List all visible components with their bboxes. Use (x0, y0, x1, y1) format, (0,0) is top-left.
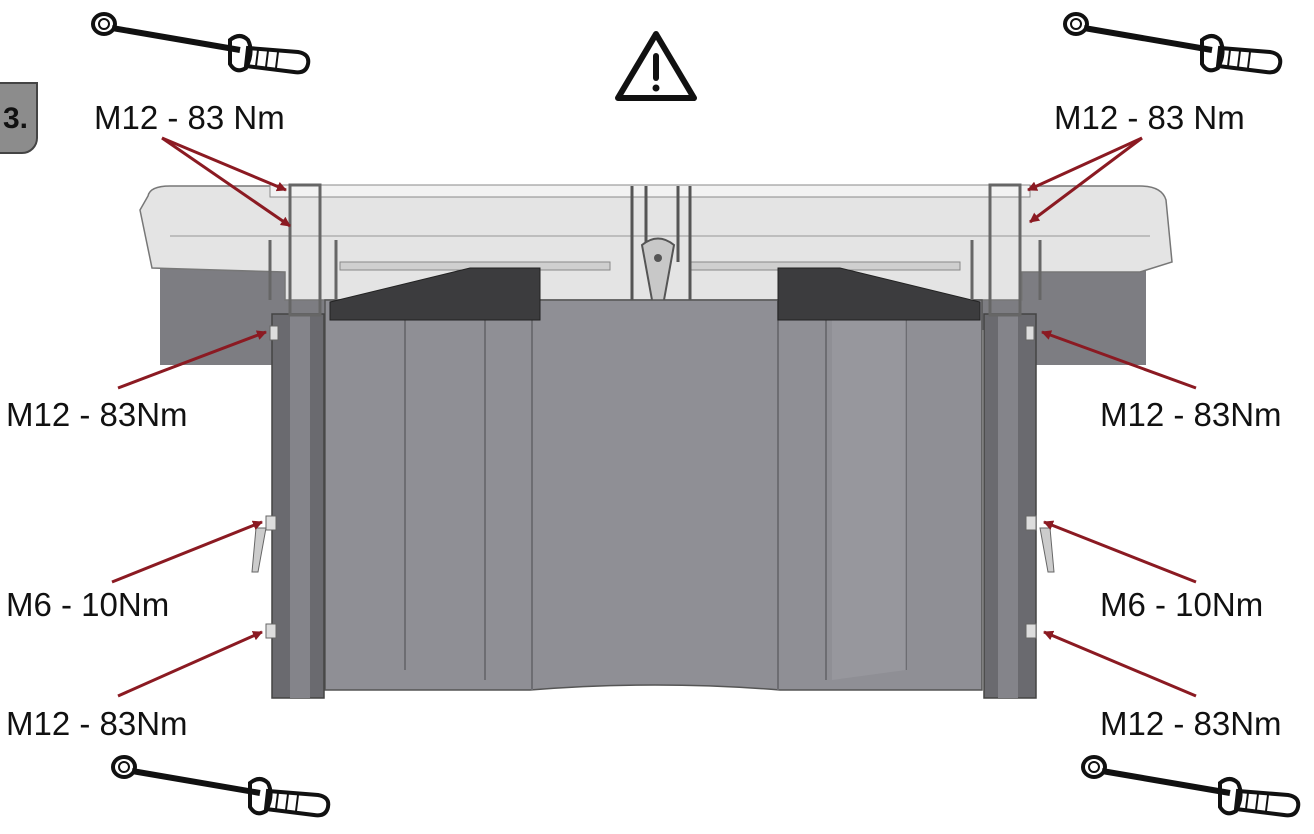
arrow (161, 136, 291, 228)
step-number: 3. (2, 102, 28, 135)
arrow (161, 136, 287, 192)
arrow (1043, 520, 1197, 584)
center-hook (630, 186, 692, 322)
torque-arrows (111, 136, 1197, 698)
left-column (251, 183, 338, 699)
arrow (1041, 330, 1197, 390)
torque-wrench-icon (93, 14, 308, 72)
right-column (970, 183, 1055, 699)
torque-label-middle-right: M6 - 10Nm (1100, 586, 1264, 623)
dark-pads (329, 267, 981, 321)
torque-label-lower-left: M12 - 83Nm (6, 705, 188, 742)
main-body (324, 299, 983, 691)
torque-label-lower-right: M12 - 83Nm (1100, 705, 1282, 742)
torque-label-middle-left: M6 - 10Nm (6, 586, 170, 623)
arrow (1027, 136, 1143, 192)
arrow (117, 630, 263, 698)
arrow (1043, 630, 1197, 698)
arrow (111, 520, 263, 584)
torque-label-upper-right: M12 - 83Nm (1100, 396, 1282, 433)
torque-wrench-icon (1065, 14, 1280, 72)
arrow (117, 330, 267, 390)
torque-wrench-icon (113, 757, 328, 815)
torque-wrench-icon (1083, 757, 1298, 815)
step-badge: 3. (0, 82, 38, 154)
arrow (1029, 136, 1143, 224)
torque-label-top-right: M12 - 83 Nm (1054, 99, 1245, 136)
torque-label-top-left: M12 - 83 Nm (94, 99, 285, 136)
torque-label-upper-left: M12 - 83Nm (6, 396, 188, 433)
warning-triangle-icon (615, 31, 697, 101)
